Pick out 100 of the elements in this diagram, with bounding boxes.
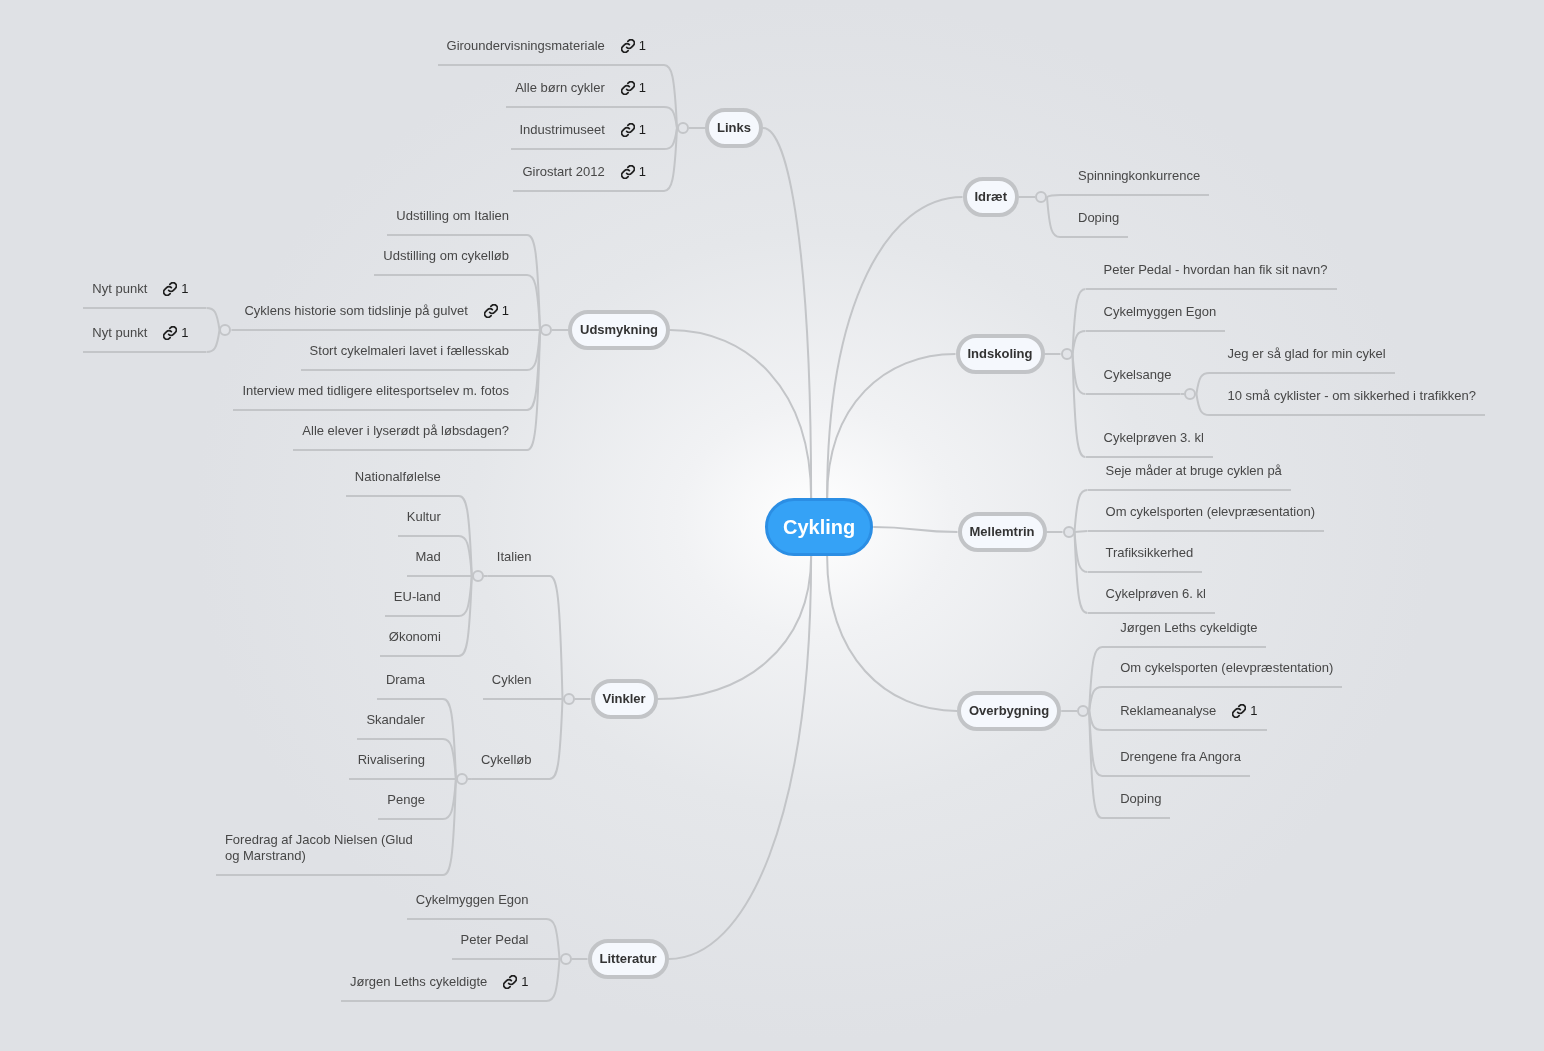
connector-line	[457, 575, 473, 657]
link-count: 1	[181, 325, 189, 341]
junction-circle	[219, 324, 232, 336]
subtopic-label: Industrimuseet	[519, 122, 605, 138]
connector-line	[551, 329, 569, 331]
subtopic-label: Cykelprøven 6. kl	[1105, 586, 1206, 602]
connector-line	[1088, 710, 1104, 731]
junction-circle	[1184, 388, 1197, 400]
branch-topic: Overbygning	[957, 691, 1062, 731]
subtopic-label: Alle elever i lyserødt på løbsdagen?	[302, 423, 509, 439]
connector-line	[548, 575, 564, 700]
connector-line	[1043, 353, 1062, 355]
link-count: 1	[638, 80, 646, 96]
connector-line	[1195, 372, 1211, 395]
subtopic-label: Peter Pedal	[460, 932, 529, 948]
subtopic-label: Nyt punkt	[92, 325, 148, 341]
subtopic	[235, 301, 527, 331]
connector-line	[441, 738, 457, 780]
connector-line	[1073, 530, 1089, 533]
connector-line	[457, 535, 473, 577]
subtopic-label: Girostart 2012	[522, 164, 605, 180]
subtopic-label: Doping	[1120, 791, 1162, 807]
subtopic	[1209, 386, 1485, 416]
subtopic-label: Cykelprøven 3. kl	[1103, 430, 1204, 446]
connector-line	[573, 698, 592, 700]
connector-line	[1018, 196, 1036, 198]
connector-line	[1179, 393, 1186, 395]
connector-line	[663, 106, 678, 129]
connector-line	[667, 555, 813, 960]
connector-line	[663, 127, 678, 192]
connector-line	[482, 575, 489, 577]
connector-line	[466, 778, 473, 780]
subtopic-label: Spinningkonkurrence	[1078, 168, 1201, 184]
subtopic-label: Nationalfølelse	[354, 469, 441, 485]
connector-line	[1046, 194, 1061, 198]
junction-circle	[540, 324, 552, 336]
connector-line	[526, 329, 541, 331]
subtopic-label: Penge	[387, 792, 425, 808]
subtopic	[293, 421, 527, 451]
link-count: 1	[638, 164, 646, 180]
junction-circle	[1077, 705, 1090, 717]
connector-line	[548, 698, 564, 700]
subtopic-label: Trafiksikkerhed	[1105, 545, 1194, 561]
connector-line	[205, 307, 221, 331]
subtopic	[513, 162, 664, 192]
branch-topic: Mellemtrin	[957, 512, 1047, 552]
connector-line	[1073, 531, 1089, 614]
subtopic-label: Stort cykelmaleri lavet i fællesskab	[309, 343, 509, 359]
subtopic-label: Drama	[385, 672, 425, 688]
connector-line	[1088, 686, 1104, 712]
subtopic-label: Alle børn cykler	[515, 80, 605, 96]
subtopic-label: Udstilling om Italien	[396, 208, 509, 224]
junction-circle	[1035, 191, 1047, 203]
subtopic-label: Foredrag af Jacob Nielsen (Glud og Marstrand)	[224, 832, 414, 864]
subtopic-label: Rivalisering	[357, 752, 425, 768]
subtopic-label: Interview med tidligere elitesportselev m. fotos	[242, 383, 509, 399]
subtopic-label: Cykelmyggen Egon	[1103, 304, 1217, 320]
link-count: 1	[521, 974, 529, 990]
connector-line	[1071, 353, 1087, 458]
subtopic-label: Cyklen	[491, 672, 532, 688]
subtopic-label: Jeg er så glad for min cykel	[1227, 346, 1386, 362]
subtopic	[510, 120, 664, 150]
subtopic-label: Økonomi	[388, 629, 441, 645]
subtopic-label: Italien	[496, 549, 532, 565]
subtopic-label: Drengene fra Angora	[1120, 749, 1241, 765]
connector-line	[826, 555, 958, 712]
connector-line	[1071, 330, 1087, 355]
subtopic-label: Om cykelsporten (elevpræstentation)	[1120, 660, 1334, 676]
link-count: 1	[1250, 703, 1258, 719]
connector-line	[548, 698, 564, 780]
subtopic-label: Cyklens historie som tidslinje på gulvet	[244, 303, 468, 319]
subtopic-label: Cykelsange	[1103, 367, 1172, 383]
connector-line	[205, 329, 221, 353]
connector-line	[457, 575, 473, 577]
subtopic-label: Reklameanalyse	[1120, 703, 1217, 719]
subtopic-label: Jørgen Leths cykeldigte	[1120, 620, 1258, 636]
connector-line	[1060, 710, 1079, 712]
subtopic-label: EU-land	[393, 589, 441, 605]
subtopic	[1087, 461, 1291, 491]
junction-circle	[1062, 526, 1075, 538]
branch-topic: Litteratur	[587, 939, 669, 979]
connector-line	[872, 526, 959, 533]
connector-line	[826, 353, 957, 499]
connector-line	[545, 918, 561, 960]
subtopic	[506, 78, 664, 108]
subtopic-label: Udstilling om cykelløb	[383, 248, 509, 264]
subtopic-label: Nyt punkt	[92, 281, 148, 297]
subtopic	[83, 279, 207, 309]
subtopic	[83, 323, 207, 353]
subtopic-label: Doping	[1078, 210, 1120, 226]
subtopic-label: Seje måder at bruge cyklen på	[1105, 463, 1282, 479]
connector-line	[1046, 196, 1061, 238]
central-topic: Cykling	[765, 498, 874, 556]
subtopic	[437, 36, 664, 66]
subtopic	[1102, 701, 1267, 731]
subtopic	[1209, 344, 1395, 374]
subtopic-label: Kultur	[406, 509, 441, 525]
connector-line	[545, 958, 561, 1002]
junction-circle	[677, 122, 689, 134]
link-count: 1	[638, 38, 646, 54]
